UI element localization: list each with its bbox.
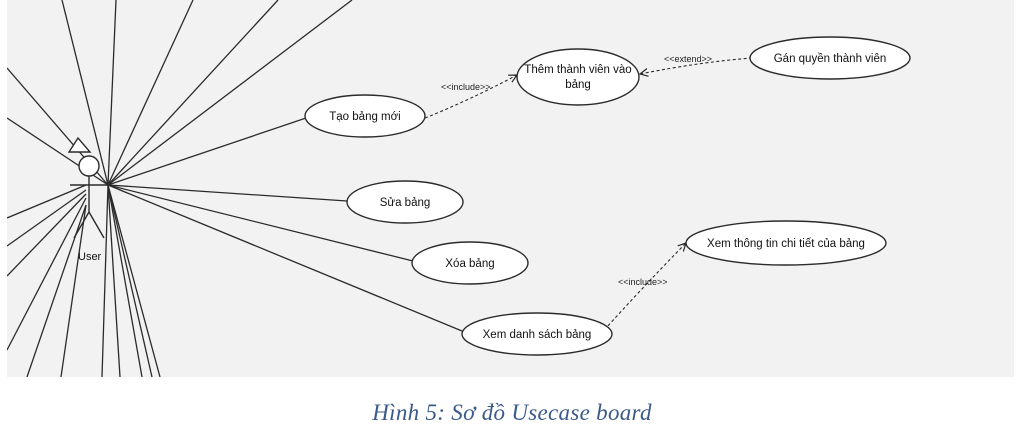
usecase-gan-quyen[interactable]: Gán quyền thành viên	[749, 36, 911, 80]
figure-caption: Hình 5: Sơ đồ Usecase board	[372, 400, 652, 425]
include-tao-to-them	[424, 75, 517, 119]
stereotype-include-2: <<include>>	[618, 277, 668, 287]
dependency-lines	[424, 57, 753, 339]
usecase-label: Xem danh sách bảng	[483, 329, 592, 341]
actor-left-leg	[73, 211, 90, 239]
diagram-canvas: User <<include>> <<extend>> <<include>> …	[7, 0, 1014, 377]
usecase-tao-bang-moi[interactable]: Tạo bảng mới	[304, 94, 426, 138]
usecase-diagram: User <<include>> <<extend>> <<include>> …	[7, 0, 911, 377]
include-xemds-to-xemtt	[596, 243, 686, 339]
assoc-tao-bang-moi	[107, 117, 307, 186]
usecase-xem-thong-tin[interactable]: Xem thông tin chi tiết của bảng	[685, 220, 887, 266]
usecase-xoa-bang[interactable]: Xóa bảng	[411, 241, 529, 285]
extend-gan-to-them	[640, 57, 753, 74]
usecase-label: Xem thông tin chi tiết của bảng	[707, 238, 865, 250]
usecase-label-line-2: bảng	[565, 79, 591, 91]
association-lines	[107, 117, 463, 332]
offscreen-association-lines	[7, 0, 353, 377]
assoc-xem-danh-sach	[107, 184, 463, 332]
user-actor	[67, 136, 108, 239]
actor-right-leg	[88, 211, 105, 239]
usecase-label: Xóa bảng	[445, 258, 494, 270]
usecase-them-thanh-vien[interactable]: Thêm thành viên vào bảng	[516, 48, 640, 106]
generalization-arrowhead	[67, 136, 92, 153]
usecase-label: Tạo bảng mới	[329, 111, 400, 123]
usecase-label: Gán quyền thành viên	[774, 53, 887, 65]
assoc-sua-bang	[107, 184, 348, 202]
usecase-label: Sửa bảng	[380, 197, 431, 209]
usecase-sua-bang[interactable]: Sửa bảng	[346, 180, 464, 224]
usecase-xem-danh-sach[interactable]: Xem danh sách bảng	[461, 312, 613, 356]
stereotype-extend: <<extend>>	[664, 54, 712, 64]
stereotype-include-1: <<include>>	[441, 82, 491, 92]
assoc-xoa-bang	[107, 184, 418, 263]
actor-label: User	[78, 251, 102, 263]
usecase-label-line-1: Thêm thành viên vào	[524, 64, 631, 76]
actor-head	[78, 155, 100, 177]
